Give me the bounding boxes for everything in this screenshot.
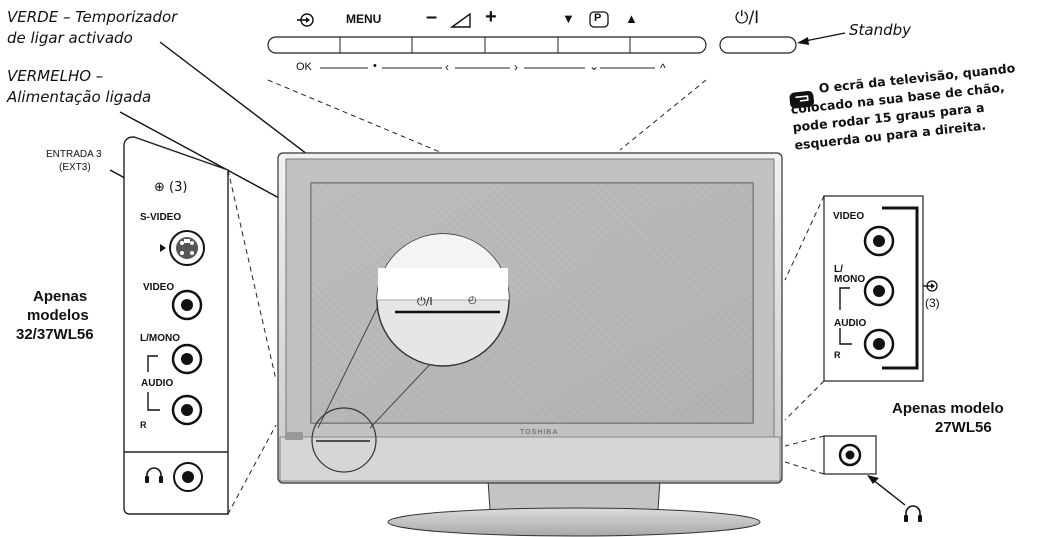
- timer-indicator-icon: ◴: [468, 295, 477, 306]
- magnified-indicator: [376, 233, 510, 367]
- green-callout-line2: de ligar activado: [7, 29, 133, 47]
- program-up-label: ▲: [625, 11, 638, 26]
- left-r-label: R: [140, 420, 147, 430]
- headphones-icon: [904, 505, 922, 522]
- right-caption-line1: Apenas modelo: [892, 400, 1004, 417]
- right-audio-label: AUDIO: [834, 318, 867, 329]
- tv-brand-logo: TOSHIBA: [520, 429, 559, 436]
- right-mono-label: MONO: [834, 274, 866, 285]
- volume-up-label: +: [485, 6, 497, 28]
- right-caption-line2: 27WL56: [935, 419, 992, 436]
- left-audio-label: AUDIO: [141, 378, 174, 389]
- svideo-label: S-VIDEO: [140, 212, 182, 223]
- input-icon: [297, 13, 314, 27]
- standby-icon: ⏻/I: [735, 8, 760, 28]
- menu-label: MENU: [346, 12, 382, 26]
- left-connector-panel: [123, 136, 229, 515]
- right-input3-label: (3): [925, 296, 940, 310]
- left-label: ‹: [445, 60, 449, 74]
- ext3-label: (EXT3): [59, 162, 91, 173]
- left-caption-line3: 32/37WL56: [16, 326, 94, 343]
- standby-callout: Standby: [849, 21, 912, 39]
- program-box: [589, 11, 609, 28]
- left-caption-line2: modelos: [27, 307, 89, 324]
- right-label: ›: [514, 60, 518, 74]
- program-label: P: [594, 12, 602, 24]
- up-label: ^: [660, 61, 666, 75]
- volume-icon: [449, 12, 471, 28]
- down-label: ⌄: [589, 59, 600, 73]
- right-video-label: VIDEO: [833, 211, 865, 222]
- standby-button: [719, 36, 797, 54]
- right-panel-guides: [784, 195, 825, 475]
- red-callout-line2: Alimentação ligada: [7, 88, 152, 106]
- left-headphones-icon: [145, 467, 163, 483]
- right-l-label: L/: [834, 264, 843, 275]
- zoom-source-circle: [311, 407, 377, 473]
- panel-guide-lines: [267, 79, 707, 153]
- left-caption-line1: Apenas: [33, 288, 88, 305]
- left-video-label: VIDEO: [143, 282, 175, 293]
- tv-set: [277, 152, 783, 537]
- red-callout-line1: VERMELHO –: [7, 67, 104, 85]
- dot-label: •: [373, 60, 377, 72]
- input3-symbol: ⊕ (3): [154, 180, 188, 195]
- program-down-label: ▼: [562, 11, 575, 26]
- left-panel-guides: [227, 169, 277, 515]
- right-connector-panel: [823, 195, 938, 382]
- power-indicator-label: ⏻/I: [417, 295, 433, 308]
- volume-down-label: –: [426, 6, 438, 28]
- ok-label: OK: [296, 61, 312, 73]
- top-button-bar: [267, 36, 707, 54]
- entrada3-label: ENTRADA 3: [46, 149, 102, 160]
- hand-pointer-icon: [789, 90, 815, 109]
- right-r-label: R: [834, 350, 841, 360]
- left-lmono-label: L/MONO: [140, 333, 180, 344]
- green-callout-line1: VERDE – Temporizador: [7, 8, 178, 26]
- right-headphone-box: [823, 435, 877, 475]
